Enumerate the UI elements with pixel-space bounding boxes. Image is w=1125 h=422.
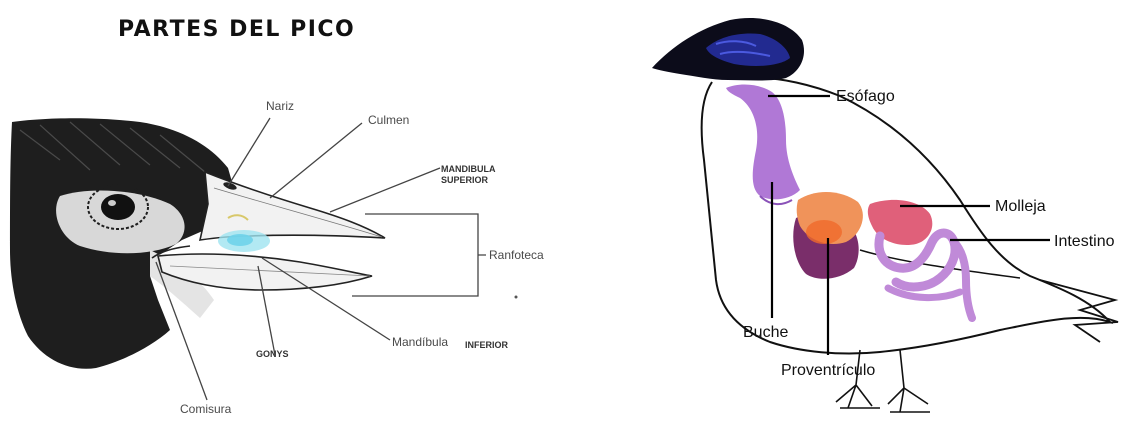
- bird-head-illustration: [10, 118, 385, 369]
- beak-diagram-title: PARTES DEL PICO: [118, 17, 355, 42]
- label-esofago: Esófago: [836, 88, 895, 105]
- label-nariz: Nariz: [266, 99, 294, 113]
- label-molleja: Molleja: [995, 198, 1046, 215]
- label-culmen: Culmen: [368, 113, 409, 127]
- mandibula-superior-leader: [330, 168, 440, 212]
- label-mandibula: Mandíbula: [392, 335, 448, 349]
- label-mandibula-superior-line1: MANDIBULA: [441, 164, 496, 174]
- label-proventriculo: Proventrículo: [781, 362, 875, 379]
- label-comisura: Comisura: [180, 402, 232, 416]
- label-mandibula-superior-line2: SUPERIOR: [441, 175, 489, 185]
- culmen-leader: [270, 123, 362, 198]
- digestive-diagram: Esófago Molleja Intestino Buche Proventr…: [652, 18, 1118, 412]
- nariz-leader: [228, 118, 270, 186]
- label-gonys: GONYS: [256, 349, 289, 359]
- label-ranfoteca: Ranfoteca: [489, 248, 544, 262]
- label-inferior: INFERIOR: [465, 340, 509, 350]
- label-buche: Buche: [743, 324, 788, 341]
- beak-diagram: PARTES DEL PICO: [10, 17, 544, 416]
- label-intestino: Intestino: [1054, 233, 1115, 250]
- ranfoteca-bracket: [352, 214, 486, 296]
